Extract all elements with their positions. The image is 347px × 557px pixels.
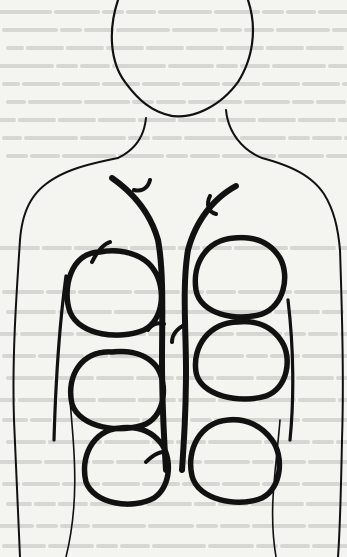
head-outline — [112, 0, 253, 116]
loop-left-3 — [84, 428, 168, 505]
arm-right-outer — [338, 250, 343, 557]
loop-left-1 — [67, 251, 161, 335]
loop-right-1 — [195, 238, 284, 317]
neck-left — [118, 118, 146, 158]
loop-left-2 — [71, 352, 164, 429]
loop-right-2 — [195, 322, 287, 399]
waist-left — [66, 400, 75, 557]
arm-left-inner — [54, 276, 66, 440]
shoulder-left — [20, 158, 118, 240]
arm-left-outer — [13, 240, 20, 557]
loop-right-3 — [191, 420, 280, 503]
left-vessel-branch-low — [146, 452, 164, 462]
left-vessel-branch-upper — [134, 180, 150, 191]
shoulder-right — [262, 158, 340, 250]
neck-right — [226, 110, 262, 158]
